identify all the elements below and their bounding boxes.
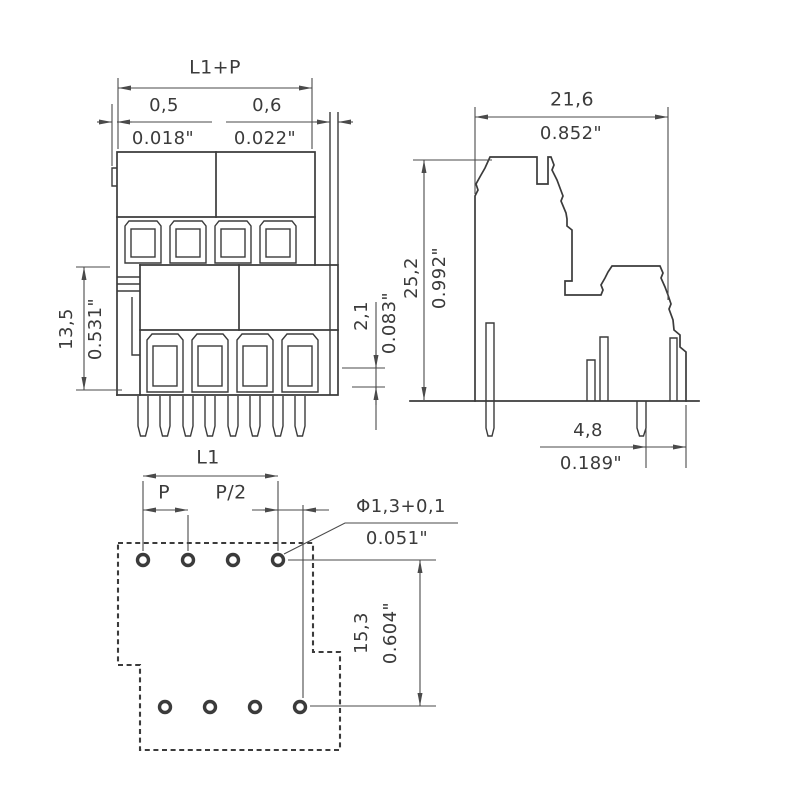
pcb-hole <box>225 552 241 568</box>
pcb-hole <box>180 552 196 568</box>
left-edge-tab <box>111 167 117 187</box>
bottom-footprint-view <box>116 541 342 752</box>
screw-opening-upper <box>175 228 201 258</box>
dim-inch: 0.189" <box>560 453 622 474</box>
front-view <box>111 112 339 437</box>
pcb-hole <box>292 699 308 715</box>
dim-mm: 2,1 <box>351 301 372 331</box>
screw-opening-lower <box>152 345 178 387</box>
screw-terminal-lower <box>281 333 319 393</box>
dim-inch: 0.604" <box>380 602 401 664</box>
pcb-hole <box>135 552 151 568</box>
solder-pin <box>294 396 306 437</box>
screw-opening-lower <box>242 345 268 387</box>
solder-pin <box>227 396 239 437</box>
dim-l1: L1 <box>142 447 279 551</box>
dim-13-5: 13,5 0.531" <box>56 266 122 391</box>
pcb-hole <box>202 699 218 715</box>
screw-opening-upper <box>130 228 156 258</box>
screw-terminal-lower <box>146 333 184 393</box>
dim-label: P/2 <box>215 482 246 504</box>
dim-inch: 0.083" <box>379 292 400 354</box>
dim-0-5: 0,5 0.018" <box>97 95 212 166</box>
latch-step <box>131 297 140 356</box>
dim-inch: 0.018" <box>132 128 194 149</box>
side-view <box>409 156 700 437</box>
dim-mm: 21,6 <box>550 89 594 111</box>
dim-mm: 25,2 <box>401 257 422 299</box>
solder-pin <box>272 396 284 437</box>
dim-hole-diameter: Φ1,3+0,1 0.051" <box>283 496 458 555</box>
screw-opening-lower <box>287 345 313 387</box>
solder-pin <box>204 396 216 437</box>
solder-pin <box>159 396 171 437</box>
dim-p-half: P/2 <box>215 482 329 698</box>
pin-channel <box>485 322 495 401</box>
pcb-hole <box>157 699 173 715</box>
dim-15-3: 15,3 0.604" <box>288 559 436 707</box>
dim-25-2: 25,2 0.992" <box>401 159 492 400</box>
screw-terminal-upper <box>169 220 207 264</box>
side-profile-outline <box>474 156 687 402</box>
dim-inch: 0.022" <box>234 128 296 149</box>
dim-mm: 13,5 <box>56 308 77 350</box>
dim-mm: 0,6 <box>252 95 282 116</box>
screw-terminal-lower <box>191 333 229 393</box>
dim-label: L1 <box>196 447 219 469</box>
dim-inch: 0.051" <box>366 528 428 549</box>
dim-label: L1+P <box>189 57 241 79</box>
solder-pin <box>249 396 261 437</box>
screw-terminal-upper <box>214 220 252 264</box>
solder-pin <box>137 396 149 437</box>
dim-4-8: 4,8 0.189" <box>540 405 687 474</box>
screw-terminal-upper <box>259 220 297 264</box>
screw-terminal-lower <box>236 333 274 393</box>
screw-opening-lower <box>197 345 223 387</box>
dim-0-6: 0,6 0.022" <box>226 95 353 149</box>
solder-pin <box>485 401 495 437</box>
dim-mm: 4,8 <box>573 420 603 441</box>
dim-mm: 15,3 <box>351 612 372 654</box>
dim-mm: Φ1,3+0,1 <box>356 496 446 517</box>
dim-inch: 0.992" <box>429 247 450 309</box>
pcb-hole <box>270 552 286 568</box>
dim-2-1: 2,1 0.083" <box>342 292 400 430</box>
screw-opening-upper <box>220 228 246 258</box>
dim-label: P <box>158 482 170 504</box>
dim-inch: 0.531" <box>85 298 106 360</box>
solder-pin <box>182 396 194 437</box>
dim-l1-plus-p: L1+P <box>117 57 313 149</box>
dim-p: P <box>143 482 189 551</box>
pin-channel <box>599 336 609 401</box>
pin-channel <box>669 337 678 401</box>
dim-mm: 0,5 <box>149 95 179 116</box>
pin-channel <box>586 359 596 401</box>
solder-pin <box>636 401 647 437</box>
footprint-outline <box>116 541 342 752</box>
screw-opening-upper <box>265 228 291 258</box>
leader-line <box>283 522 458 555</box>
screw-terminal-upper <box>124 220 162 264</box>
dim-inch: 0.852" <box>540 123 602 144</box>
pcb-hole <box>247 699 263 715</box>
dim-21-6: 21,6 0.852" <box>474 89 669 300</box>
